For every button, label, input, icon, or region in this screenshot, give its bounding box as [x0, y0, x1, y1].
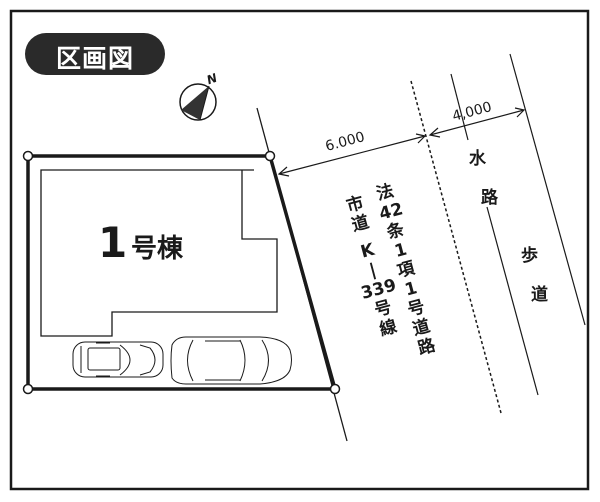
waterway-line-lower [486, 206, 539, 396]
title-badge: 区画図 [25, 33, 165, 75]
lot-corner-markers [22, 150, 341, 395]
north-compass-icon [179, 83, 217, 121]
sidewalk-outer-line [509, 53, 586, 326]
waterway-char-2: 路 [481, 188, 498, 208]
waterway-width-dimension [428, 107, 526, 138]
page-title: 区画図 [55, 44, 134, 73]
waterway-line-upper [450, 73, 469, 141]
waterway-char-1: 水 [469, 149, 486, 169]
sidewalk-char-1: 歩 [521, 246, 538, 266]
outer-frame [9, 9, 590, 491]
parked-car-small-icon [72, 341, 164, 378]
road-width-dimension [277, 133, 427, 177]
building-number: 1 [98, 218, 128, 267]
building-footprint [40, 169, 278, 337]
sidewalk-char-2: 道 [531, 285, 548, 305]
road-centerline-dotted [410, 80, 502, 414]
lot-boundary [26, 154, 338, 391]
building-label: 号棟 [131, 234, 184, 264]
